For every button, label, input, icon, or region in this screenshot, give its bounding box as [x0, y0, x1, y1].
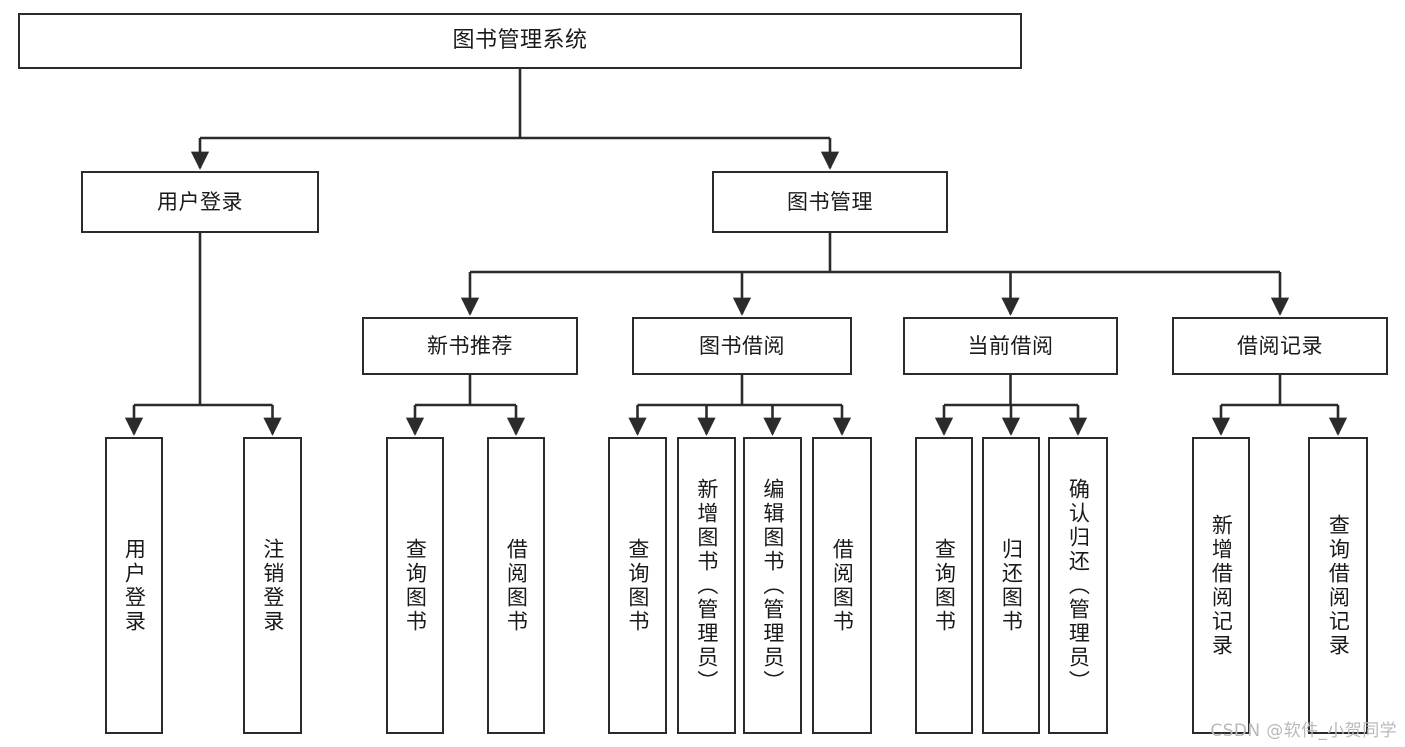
node-label: 确认归还（管理员） [1066, 477, 1091, 694]
leaf-node[interactable]: 编辑图书（管理员） [743, 437, 802, 734]
leaf-node[interactable]: 借阅图书 [487, 437, 545, 734]
leaf-node[interactable]: 注销登录 [243, 437, 302, 734]
leaf-node[interactable]: 用户登录 [105, 437, 163, 734]
root-node[interactable]: 图书管理系统 [18, 13, 1022, 69]
leaf-node[interactable]: 新增图书（管理员） [677, 437, 736, 734]
node-label: 查询图书 [625, 537, 650, 634]
leaf-node[interactable]: 新增借阅记录 [1192, 437, 1250, 734]
node-label: 编辑图书（管理员） [760, 477, 785, 694]
node-label: 用户登录 [122, 537, 147, 634]
node-label: 借阅图书 [830, 537, 855, 634]
node-label: 新增图书（管理员） [694, 477, 719, 694]
node-label: 查询借阅记录 [1326, 513, 1351, 658]
level2-node[interactable]: 用户登录 [81, 171, 319, 233]
node-label: 借阅记录 [1237, 333, 1323, 358]
level3-node[interactable]: 借阅记录 [1172, 317, 1388, 375]
node-label: 图书借阅 [699, 333, 785, 358]
level3-node[interactable]: 新书推荐 [362, 317, 578, 375]
leaf-node[interactable]: 查询图书 [608, 437, 667, 734]
leaf-node[interactable]: 查询图书 [386, 437, 444, 734]
node-label: 查询图书 [403, 537, 428, 634]
leaf-node[interactable]: 查询图书 [915, 437, 973, 734]
leaf-node[interactable]: 借阅图书 [812, 437, 872, 734]
node-label: 归还图书 [999, 537, 1024, 634]
leaf-node[interactable]: 确认归还（管理员） [1048, 437, 1108, 734]
level3-node[interactable]: 当前借阅 [903, 317, 1118, 375]
node-label: 当前借阅 [967, 333, 1054, 358]
node-label: 用户登录 [157, 189, 243, 214]
node-label: 图书管理系统 [452, 28, 588, 54]
leaf-node[interactable]: 查询借阅记录 [1308, 437, 1368, 734]
node-label: 新书推荐 [427, 333, 513, 358]
node-label: 借阅图书 [504, 537, 529, 634]
node-label: 注销登录 [260, 537, 285, 634]
node-label: 查询图书 [932, 537, 957, 634]
leaf-node[interactable]: 归还图书 [982, 437, 1040, 734]
level3-node[interactable]: 图书借阅 [632, 317, 852, 375]
watermark-text: CSDN @软件_小贺同学 [1210, 721, 1397, 741]
level2-node[interactable]: 图书管理 [712, 171, 948, 233]
node-label: 图书管理 [787, 189, 873, 214]
node-label: 新增借阅记录 [1209, 513, 1234, 658]
